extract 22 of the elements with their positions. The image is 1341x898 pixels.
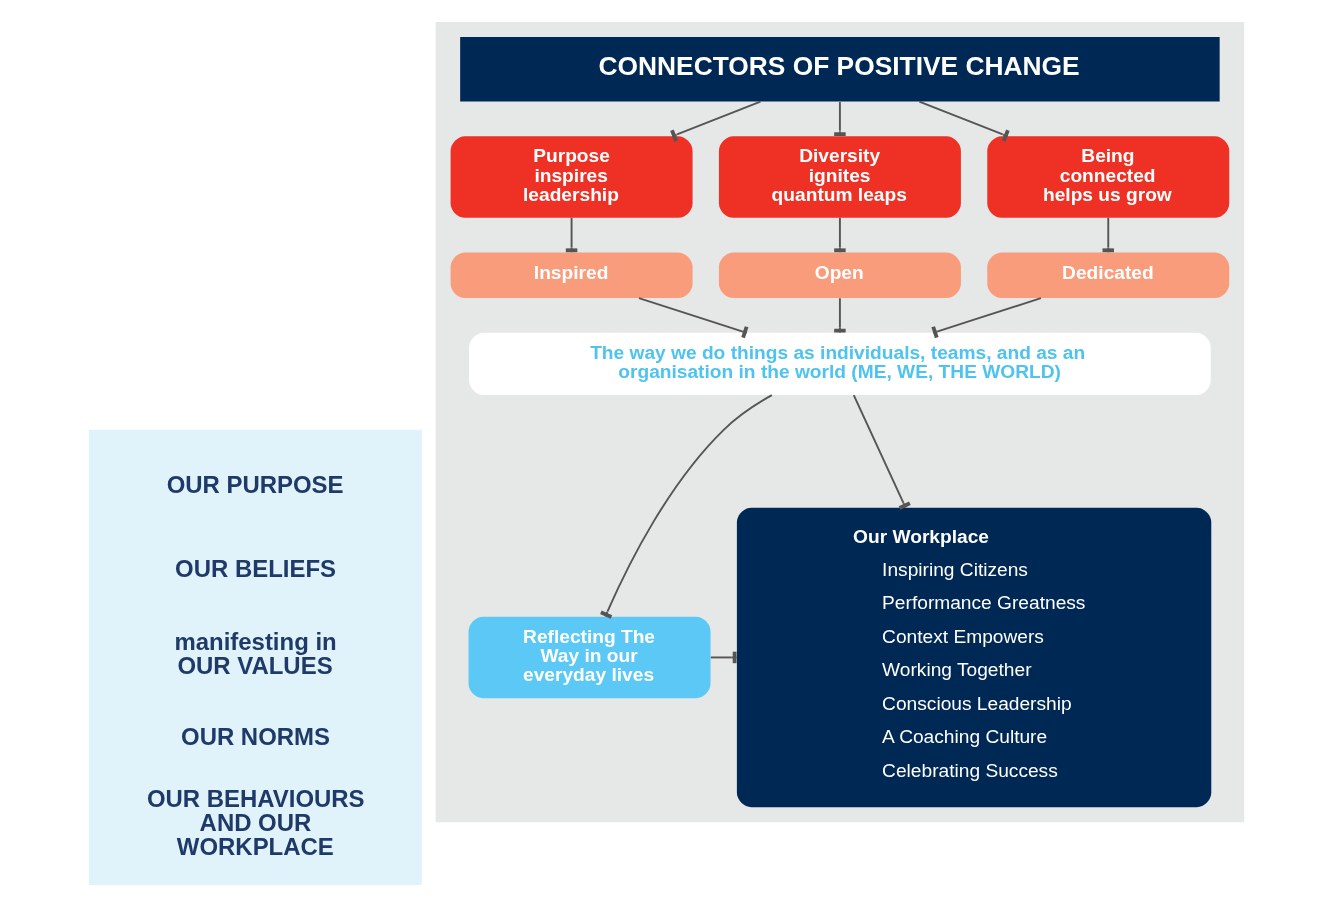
connector (930, 297, 1042, 339)
node-box: Diversity ignites quantum leaps (718, 136, 961, 218)
node-box: CONNECTORS OF POSITIVE CHANGE (459, 36, 1220, 102)
connector (852, 394, 911, 510)
connector (565, 216, 577, 254)
cluster (435, 21, 1244, 823)
node-box: Inspired (450, 252, 693, 299)
node-box: Dedicated (986, 252, 1229, 299)
connector (833, 297, 846, 334)
node-box: Purpose inspires leadership (450, 136, 693, 218)
node-box: Reflecting The Way in our everyday lives (468, 616, 711, 699)
connector (709, 651, 737, 664)
connector (917, 100, 1010, 142)
node-box: Our Workplace Inspiring Citizens Performance Greatness Context Empowers Working Together Conscious Leadership A Coaching Culture Celebrating Success (736, 507, 1211, 808)
connector (669, 100, 761, 142)
node-box: OUR PURPOSE OUR BELIEFS manifesting in OUR VALUES OUR NORMS OUR BEHAVIOURS AND OUR WORKPLACE (88, 429, 422, 886)
connector (833, 216, 846, 254)
connector (637, 297, 748, 339)
node-box: Open (718, 252, 961, 299)
node-box: Being connected helps us grow (986, 136, 1229, 218)
connector (833, 101, 846, 137)
connector (1102, 216, 1114, 254)
